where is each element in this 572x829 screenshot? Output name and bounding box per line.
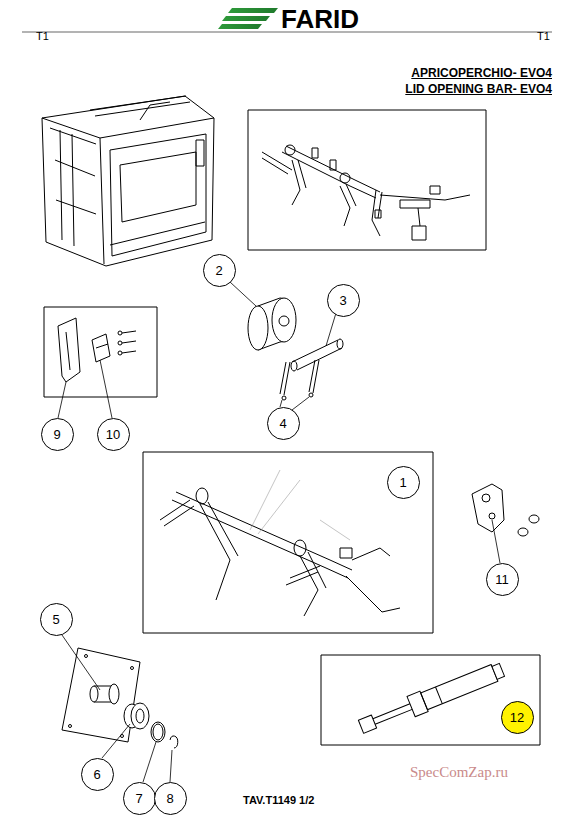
callout-circle: 5 xyxy=(40,603,73,636)
callout-number: 5 xyxy=(52,613,59,626)
callout-number: 12 xyxy=(510,711,524,724)
logo-mark xyxy=(218,8,278,29)
sheet-number: TAV.T1149 1/2 xyxy=(243,794,314,806)
watermark: SpecComZap.ru xyxy=(410,764,508,781)
callout-circle: 8 xyxy=(154,782,187,815)
callout-circle: 6 xyxy=(81,758,114,791)
callout-number: 7 xyxy=(135,792,142,805)
callout-number: 1 xyxy=(399,476,406,489)
pin xyxy=(291,339,343,371)
callout-circle: 9 xyxy=(41,418,74,451)
clip xyxy=(170,736,178,748)
brand-logo: FARID xyxy=(281,4,359,35)
callout-circle: 7 xyxy=(123,782,156,815)
actuator xyxy=(357,660,506,737)
support-bracket xyxy=(472,484,539,536)
inset-frame xyxy=(44,307,157,397)
inset-frame xyxy=(248,110,486,250)
lid-opening-bar xyxy=(160,470,400,616)
callout-circle: 2 xyxy=(203,254,236,287)
callout-number: 4 xyxy=(279,417,286,430)
bushing xyxy=(124,703,149,729)
callout-number: 11 xyxy=(495,573,509,586)
drawing-title: APRICOPERCHIO- EVO4 xyxy=(411,66,552,80)
sheet-code: T1 xyxy=(36,30,49,42)
sheet-code: T1 xyxy=(537,30,550,42)
bolt xyxy=(280,360,319,400)
callout-circle: 12 xyxy=(501,701,534,734)
callout-number: 2 xyxy=(215,264,222,277)
callout-number: 8 xyxy=(166,792,173,805)
callout-circle: 4 xyxy=(267,407,300,440)
compactor-body xyxy=(42,96,214,266)
bracket-part xyxy=(58,318,136,382)
callout-circle: 1 xyxy=(387,466,420,499)
callout-number: 10 xyxy=(106,428,120,441)
drawing-subtitle: LID OPENING BAR- EVO4 xyxy=(405,82,552,96)
callout-number: 3 xyxy=(339,294,346,307)
ring xyxy=(151,722,165,742)
callout-number: 6 xyxy=(93,768,100,781)
lid-bar-assembly xyxy=(262,145,470,240)
callout-circle: 3 xyxy=(327,284,360,317)
callout-circle: 11 xyxy=(486,563,519,596)
plate xyxy=(62,648,140,742)
leader-line xyxy=(58,282,500,782)
inset-frame xyxy=(321,655,540,745)
callout-circle: 10 xyxy=(97,418,130,451)
callout-number: 9 xyxy=(53,428,60,441)
inset-frame xyxy=(143,452,433,633)
